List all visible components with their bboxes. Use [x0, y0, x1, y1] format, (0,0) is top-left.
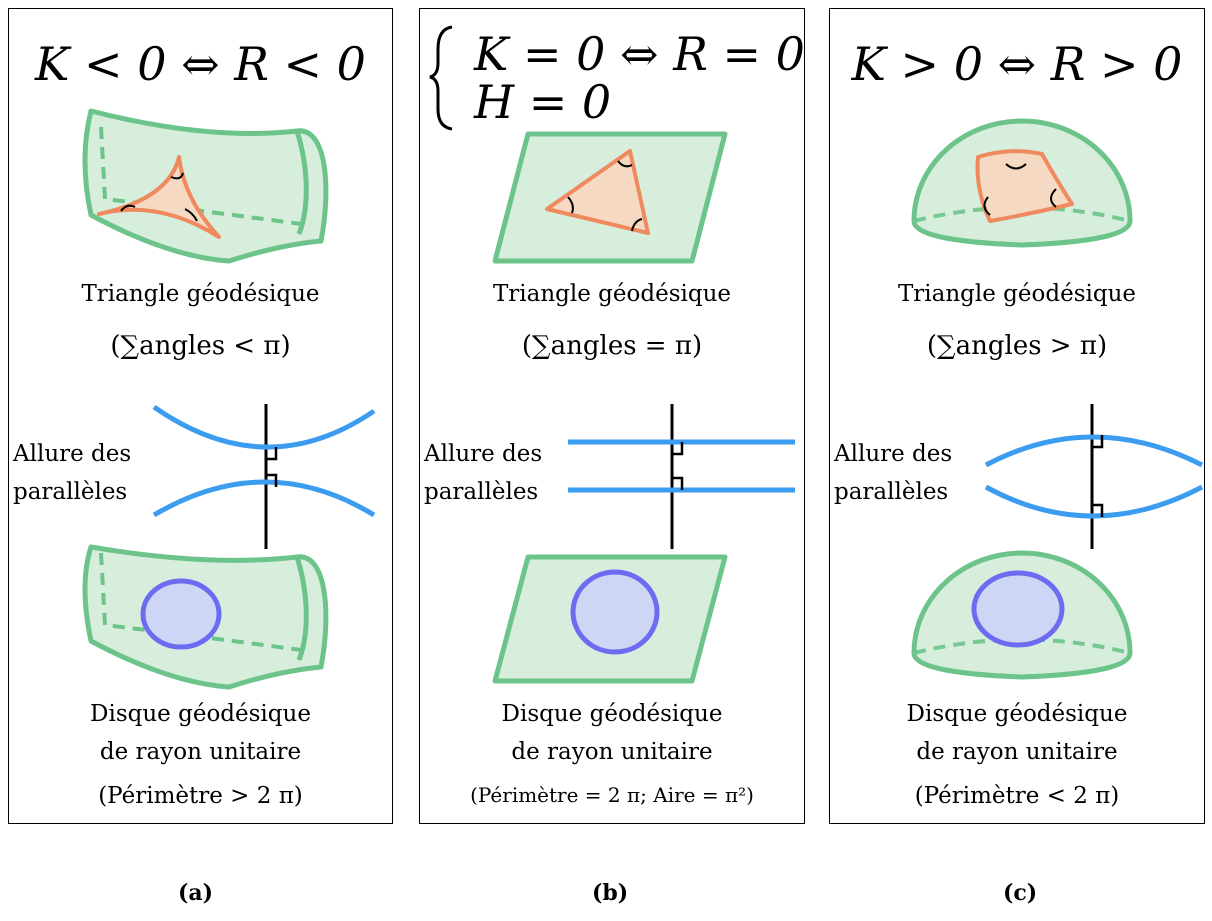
- triangle-angle-marks: [120, 172, 198, 222]
- parallels-label-b-2: parallèles: [424, 479, 539, 505]
- panel-b-header-line1: K = 0 ⇔ R = 0: [474, 27, 805, 81]
- disk-condition-a: (Périmètre > 2 π): [98, 783, 303, 809]
- disk-caption-b-2: de rayon unitaire: [511, 739, 713, 765]
- panel-c-header: K > 0 ⇔ R > 0: [851, 37, 1183, 91]
- spherical-triangle: [975, 149, 1074, 223]
- disk-caption-c-1: Disque géodésique: [906, 701, 1128, 727]
- panel-b-label: (b): [592, 880, 629, 906]
- geodesic-disk-b: [570, 569, 660, 655]
- triangle-condition-c: (∑angles > π): [926, 331, 1108, 361]
- panel-b-illustration: [429, 25, 795, 684]
- disk-caption-a-1: Disque géodésique: [90, 701, 311, 727]
- triangle-condition-b: (∑angles = π): [521, 331, 703, 361]
- parallels-label-a-1: Allure des: [13, 441, 132, 467]
- disk-condition-b: (Périmètre = 2 π; Aire = π²): [470, 783, 754, 807]
- geodesic-disk-a: [140, 578, 222, 650]
- triangle-caption-a: Triangle géodésique: [81, 281, 320, 307]
- parallels-diagram-b: [568, 404, 795, 549]
- panel-a-illustration: [82, 108, 376, 690]
- panel-c-label: (c): [1003, 880, 1038, 906]
- saddle-surface-top: [82, 108, 329, 264]
- hyperbolic-triangle: [97, 155, 221, 239]
- panel-negative-curvature: K < 0 ⇔ R < 0 Triangle géodés: [8, 8, 393, 824]
- disk-condition-c: (Périmètre < 2 π): [914, 783, 1120, 809]
- disk-caption-b-1: Disque géodésique: [501, 701, 723, 727]
- parallels-diagram-c: [984, 404, 1204, 549]
- panel-a-label: (a): [178, 880, 214, 906]
- triangle-caption-b: Triangle géodésique: [492, 281, 732, 307]
- curly-brace: [429, 25, 453, 131]
- geodesic-disk-c: [971, 570, 1065, 648]
- triangle-condition-a: (∑angles < π): [110, 331, 291, 361]
- panel-zero-curvature: K = 0 ⇔ R = 0 H = 0 Triangle géodésique …: [419, 8, 805, 824]
- panel-a-header: K < 0 ⇔ R < 0: [35, 37, 366, 91]
- triangle-angle-marks-c: [983, 163, 1057, 216]
- disk-caption-a-2: de rayon unitaire: [99, 739, 302, 765]
- triangle-angle-marks-b: [567, 160, 643, 232]
- panel-b-header-line2: H = 0: [474, 75, 612, 129]
- panel-c-illustration: [911, 118, 1204, 680]
- parallels-label-a-2: parallèles: [13, 479, 128, 505]
- disk-caption-c-2: de rayon unitaire: [916, 739, 1118, 765]
- triangle-caption-c: Triangle géodésique: [897, 281, 1137, 307]
- parallels-diagram-a: [152, 404, 376, 549]
- parallels-label-c-2: parallèles: [834, 479, 949, 505]
- parallels-label-c-1: Allure des: [834, 441, 953, 467]
- panel-positive-curvature: K > 0 ⇔ R > 0 Triangle géodésique (∑angl…: [829, 8, 1205, 824]
- parallels-label-b-1: Allure des: [424, 441, 543, 467]
